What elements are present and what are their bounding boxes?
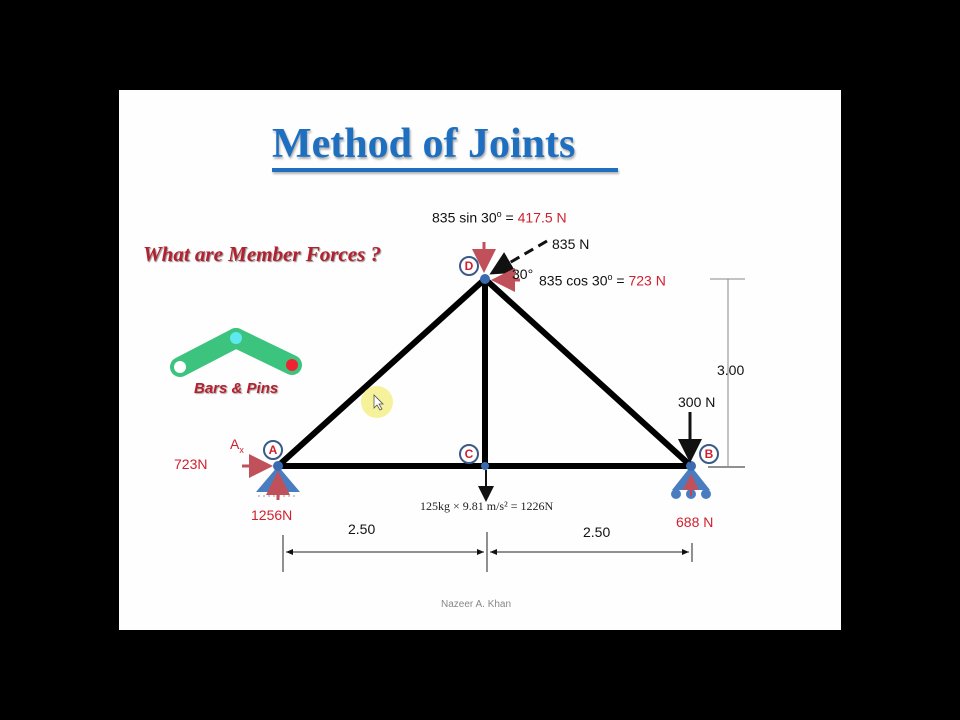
joint-c — [481, 462, 489, 470]
node-label-b: B — [699, 444, 719, 464]
reaction-by-value: 688 N — [676, 514, 714, 530]
left-span-dimension: 2.50 — [348, 521, 376, 537]
vertical-component-label: 835 sin 30o = 417.5 N — [432, 209, 567, 226]
truss-members — [275, 276, 694, 469]
reaction-ax-value: 723N — [174, 456, 208, 472]
node-label-d: D — [459, 256, 479, 276]
joint-d — [480, 274, 490, 284]
right-span-dimension: 2.50 — [583, 524, 611, 540]
horizontal-component-label: 835 cos 30o = 723 N — [539, 272, 666, 289]
mouse-cursor-icon — [373, 394, 384, 411]
reaction-ay-value: 1256N — [251, 507, 293, 523]
height-dimension: 3.00 — [717, 362, 745, 378]
dimension-lines — [282, 278, 745, 572]
reaction-ax-symbol: Ax — [230, 436, 244, 455]
author-footer: Nazeer A. Khan — [441, 599, 512, 610]
node-label-c: C — [459, 444, 479, 464]
weight-formula: 125kg × 9.81 m/s² = 1226N — [420, 499, 554, 513]
node-label-a: A — [263, 440, 283, 460]
joint-a — [273, 461, 283, 471]
applied-force-label: 835 N — [552, 236, 590, 252]
angle-label: 30° — [512, 266, 534, 282]
applied-force-arrow — [489, 239, 548, 275]
bars-and-pins-label: Bars & Pins — [194, 380, 279, 397]
title-underline — [272, 168, 618, 172]
bars-and-pins-icon — [170, 328, 302, 377]
slide-canvas — [119, 90, 841, 630]
member-forces-question: What are Member Forces ? — [143, 242, 381, 266]
joint-b — [686, 461, 696, 471]
slide-title: Method of Joints — [272, 121, 576, 167]
load-b-label: 300 N — [678, 394, 716, 410]
